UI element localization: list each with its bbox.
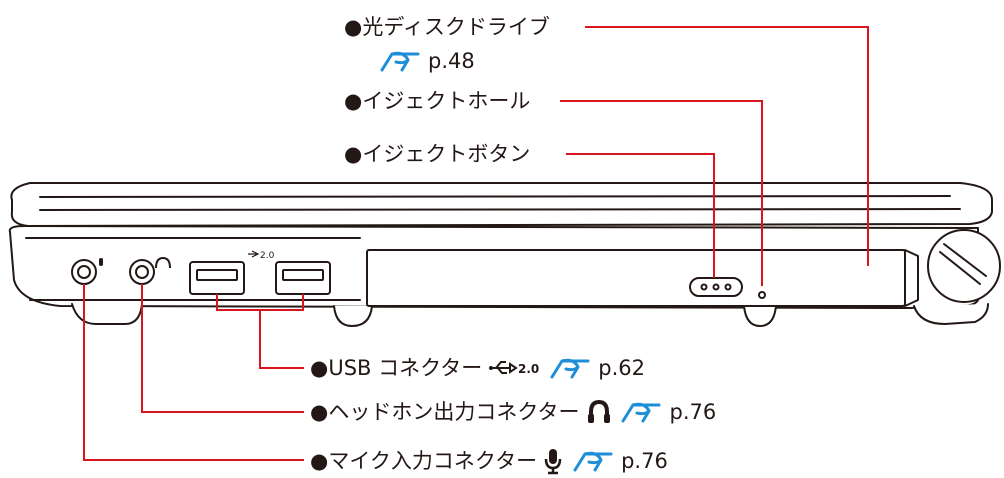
label-usb: ●USB コネクター 2.0 p.62: [310, 355, 645, 381]
optical-drive-page: p.48: [428, 49, 475, 73]
usb-icon: 2.0: [489, 361, 540, 376]
leader-eject-hole: [560, 100, 763, 286]
leader-eject-button: [566, 153, 715, 278]
lid-inner-line: [39, 195, 961, 211]
usb-version-text: 2.0: [518, 362, 539, 376]
leader-lines: [83, 26, 869, 461]
hinge-inner: [939, 243, 987, 285]
mic-page: p.76: [621, 449, 668, 473]
headphone-page: p.76: [669, 400, 717, 424]
label-eject-button-text: ●イジェクトボタン: [344, 142, 531, 166]
optical-drive-bay: [366, 249, 906, 307]
label-headphone-text: ●ヘッドホン出力コネクター: [310, 400, 580, 424]
headphone-port-mark: [155, 256, 171, 269]
drive-bay-edge: [904, 249, 919, 307]
leader-headphone: [141, 284, 304, 413]
pointing-hand-reference-icon: [573, 451, 613, 472]
foot-right: [913, 303, 989, 325]
leader-usb: [216, 294, 304, 369]
foot-mid-left: [333, 305, 373, 327]
label-usb-text: ●USB コネクター: [310, 356, 483, 380]
foot-left: [71, 303, 143, 325]
label-optical-drive-ref: p.48: [370, 48, 475, 74]
usb-port-mark: 2.0: [260, 251, 275, 261]
label-eject-hole-text: ●イジェクトホール: [344, 89, 531, 113]
foot-mid-right: [743, 305, 777, 327]
label-optical-drive: ●光ディスクドライブ: [344, 14, 550, 40]
mic-port-mark: [99, 258, 103, 266]
label-eject-button: ●イジェクトボタン: [344, 141, 530, 167]
label-headphone: ●ヘッドホン出力コネクター p.76: [310, 399, 716, 425]
microphone-icon: [544, 449, 562, 475]
headphone-jack-inner: [135, 265, 149, 279]
label-mic-text: ●マイク入力コネクター: [310, 449, 538, 473]
label-mic: ●マイク入力コネクター p.76: [310, 447, 668, 475]
laptop-lid: [10, 182, 993, 227]
mic-jack-inner: [77, 265, 91, 279]
pointing-hand-reference-icon: [380, 51, 420, 72]
eject-hole-shape: [758, 291, 766, 299]
leader-mic: [83, 284, 304, 461]
leader-optical-drive: [585, 26, 869, 266]
label-optical-drive-text: ●光ディスクドライブ: [344, 15, 550, 39]
pointing-hand-reference-icon: [621, 402, 661, 423]
label-eject-hole: ●イジェクトホール: [344, 88, 530, 114]
headphone-icon: [588, 399, 611, 423]
hinge-cylinder: [927, 229, 1001, 303]
pointing-hand-reference-icon: [550, 358, 590, 379]
usb-page: p.62: [598, 356, 646, 380]
